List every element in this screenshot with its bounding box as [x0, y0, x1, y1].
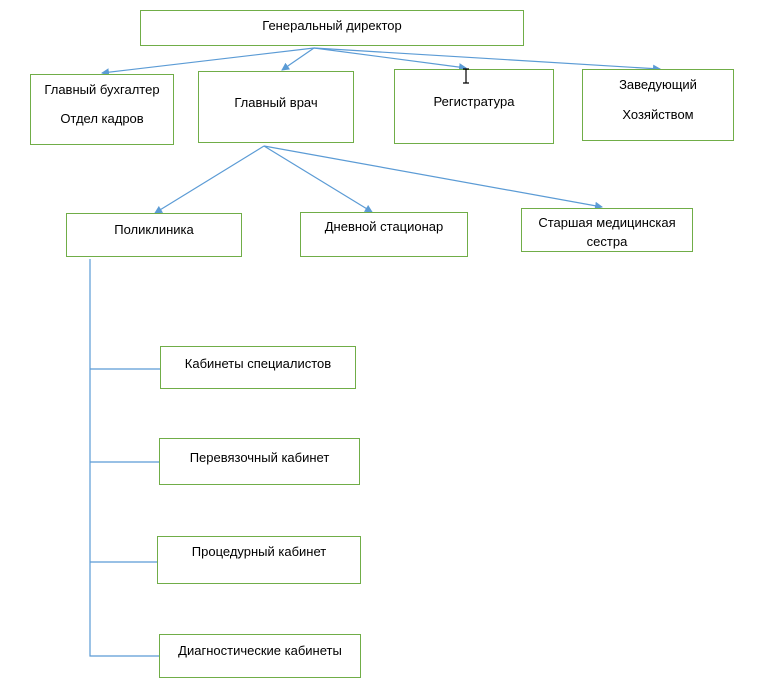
polyclinic-label: Поликлиника — [114, 222, 194, 237]
chief-accountant-label: Главный бухгалтер — [44, 82, 160, 97]
day-hospital-box: Дневной стационар — [300, 212, 468, 257]
household-head-label-line1: Заведующий — [619, 77, 697, 92]
arrow-director-to-registry — [313, 47, 467, 72]
hr-department-label: Отдел кадров — [60, 111, 144, 126]
polyclinic-vertical-trunk — [89, 259, 160, 657]
procedure-room-box: Процедурный кабинет — [157, 536, 361, 584]
chief-accountant-box: Главный бухгалтер Отдел кадров — [30, 74, 174, 145]
general-director-label: Генеральный директор — [262, 18, 402, 33]
registry-label: Регистратура — [433, 94, 515, 109]
procedure-room-label: Процедурный кабинет — [191, 544, 327, 559]
dressing-room-label: Перевязочный кабинет — [189, 450, 330, 465]
specialist-offices-label: Кабинеты специалистов — [184, 356, 332, 371]
arrow-chief-doctor-to-head-nurse — [263, 145, 603, 210]
head-nurse-label-line1: Старшая медицинская — [538, 215, 676, 230]
household-head-label-line2: Хозяйством — [622, 107, 694, 122]
dressing-room-box: Перевязочный кабинет — [159, 438, 360, 485]
specialist-offices-box: Кабинеты специалистов — [160, 346, 356, 389]
household-head-box: Заведующий Хозяйством — [582, 69, 734, 141]
general-director-box: Генеральный директор — [140, 10, 524, 46]
polyclinic-box: Поликлиника — [66, 213, 242, 257]
text-cursor-icon — [463, 68, 469, 84]
diagnostic-rooms-box: Диагностические кабинеты — [159, 634, 361, 678]
arrow-chief-doctor-to-day-hospital — [263, 145, 373, 213]
head-nurse-label-line2: сестра — [586, 234, 628, 249]
registry-box: Регистратура — [394, 69, 554, 144]
chief-doctor-box: Главный врач — [198, 71, 354, 143]
arrow-director-to-chief-doctor — [281, 47, 315, 71]
chief-doctor-label: Главный врач — [234, 95, 318, 110]
diagnostic-rooms-label: Диагностические кабинеты — [178, 643, 342, 658]
head-nurse-box: Старшая медицинская сестра — [521, 208, 693, 252]
day-hospital-label: Дневной стационар — [324, 219, 444, 234]
arrow-director-to-household-head — [313, 47, 661, 73]
arrow-chief-doctor-to-polyclinic — [154, 145, 265, 214]
arrow-director-to-accountant — [101, 47, 315, 77]
